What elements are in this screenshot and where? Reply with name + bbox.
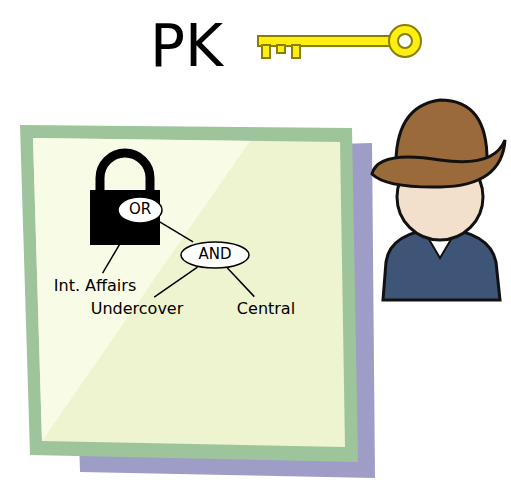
paper-border [20,125,358,462]
gate-ellipse: AND [180,241,250,269]
key-label: PK [150,12,223,80]
leaf-node: Undercover [89,299,186,319]
tree-branch [227,268,254,297]
paper-sheet [33,138,345,447]
node-text: Central [237,300,295,318]
person-icon [372,100,505,300]
node-text: AND [198,246,231,263]
paper-highlight [33,138,250,441]
tree-branch [156,220,193,242]
node-text: OR [129,201,151,218]
node-text: Undercover [91,300,184,318]
gate-ellipse: OR [117,196,163,224]
tree-branch [154,267,197,297]
leaf-node: Int. Affairs [52,276,138,296]
node-text: Int. Affairs [54,277,136,295]
key-icon [258,25,421,58]
leaf-node: Central [235,299,297,319]
tree-branch [103,223,133,273]
